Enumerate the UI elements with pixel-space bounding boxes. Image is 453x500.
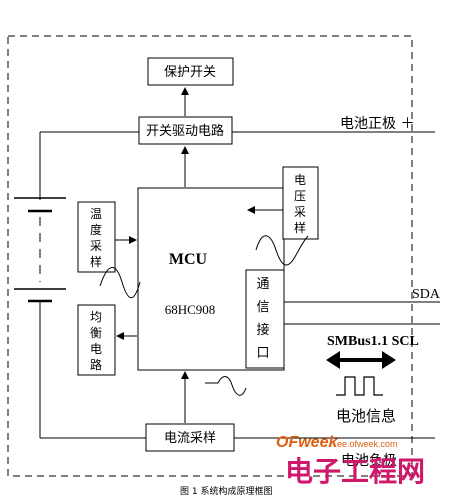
- voltage-char-1: 电: [294, 173, 306, 187]
- temp-char-2: 度: [90, 222, 102, 237]
- bidirectional-arrow-icon: [326, 351, 396, 369]
- voltage-char-3: 采: [294, 205, 306, 219]
- comm-char-4: 口: [256, 346, 269, 361]
- temp-char-1: 温: [90, 207, 102, 221]
- voltage-char-2: 压: [294, 189, 306, 203]
- smbus-label: SMBus1.1 SCL: [327, 334, 419, 349]
- watermark-site: ee.ofweek.com: [337, 439, 398, 449]
- voltage-char-4: 样: [294, 220, 306, 235]
- switch-driver-box: [138, 116, 233, 145]
- comm-char-2: 信: [256, 300, 269, 315]
- sda-label: SDA: [412, 287, 441, 302]
- watermark-title: 电子工程网: [285, 455, 425, 488]
- mcu-title: MCU: [169, 251, 208, 268]
- figure-caption: 图 1 系统构成原理框图: [180, 485, 272, 497]
- temp-waveform: [99, 267, 141, 299]
- balance-char-4: 路: [90, 357, 102, 372]
- balance-circuit-box: [77, 304, 116, 376]
- system-boundary: [7, 35, 413, 477]
- protection-switch-label: 保护开关: [164, 65, 216, 80]
- current-sampling-box: [145, 423, 235, 452]
- watermark-brand: OFweek: [276, 434, 338, 451]
- temp-char-4: 样: [90, 254, 102, 269]
- battery-positive-label: 电池正极 ＋: [340, 116, 414, 132]
- battery-negative-label: 电池负极: [341, 453, 397, 469]
- balance-char-1: 均: [90, 310, 102, 324]
- mcu-model: 68HC908: [165, 302, 216, 317]
- comm-char-1: 通: [256, 277, 269, 292]
- balance-char-2: 衡: [90, 326, 102, 340]
- protection-switch-box: [147, 57, 234, 86]
- battery-info-label: 电池信息: [336, 407, 396, 425]
- comm-interface-box: [245, 269, 285, 369]
- comm-char-3: 接: [256, 322, 269, 338]
- switch-driver-label: 开关驱动电路: [146, 123, 224, 139]
- temp-sampling-box: [77, 201, 116, 273]
- square-wave-icon: [336, 376, 383, 396]
- current-waveform: [205, 376, 247, 396]
- voltage-sampling-box: [282, 166, 319, 240]
- balance-char-3: 电: [90, 342, 102, 356]
- voltage-waveform: [255, 235, 309, 266]
- current-sampling-label: 电流采样: [164, 431, 216, 446]
- temp-char-3: 采: [90, 239, 102, 253]
